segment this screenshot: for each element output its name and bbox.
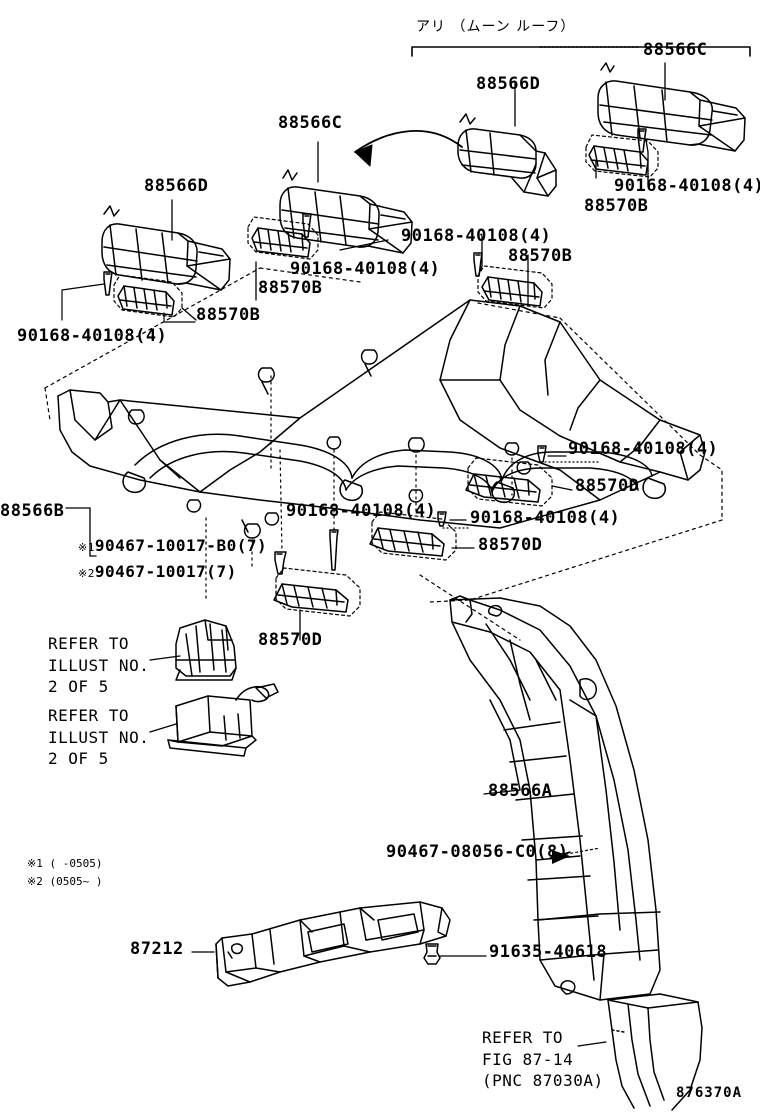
bracket-note-1: ※190467-10017-B0(7) [78, 536, 268, 555]
footnote-text-1: ( -0505) [49, 857, 103, 870]
label-clip-90168-right-mid: 90168-40108(4) [568, 439, 719, 459]
drawing-number: 876370A [676, 1085, 743, 1101]
footnote-mark-2: ※2 [27, 875, 43, 888]
label-87212: 87212 [130, 939, 184, 959]
clip-90168-left-lower [329, 529, 339, 571]
refer-line-1b: REFER TO [48, 706, 130, 725]
grille-88570b-left [113, 274, 183, 318]
moonroof-group-header: アリ （ムーン ルーフ） [416, 19, 576, 35]
move-arrow [354, 130, 463, 167]
label-91635-40618: 91635-40618 [489, 942, 608, 962]
label-88566b: 88566B [0, 501, 65, 521]
grille-88570d-left [273, 567, 361, 617]
footnote-mark-1: ※1 [27, 857, 43, 870]
refer-line-2b: ILLUST NO. [48, 727, 150, 747]
leader-dots [205, 375, 601, 601]
refer-line-2: ILLUST NO. [48, 655, 150, 675]
bracket-note-2: ※290467-10017(7) [78, 562, 237, 581]
refer-illust-graphic-2 [167, 683, 279, 757]
refer-illust-block-2: REFER TO ILLUST NO. 2 OF 5 [48, 705, 149, 770]
duct-87212 [215, 901, 451, 987]
refer-illust-block-1: REFER TO ILLUST NO. 2 OF 5 [48, 633, 149, 698]
label-88566d-top: 88566D [476, 74, 541, 94]
refer-fig-block: REFER TO FIG 87-14 (PNC 87030A) [482, 1027, 604, 1092]
label-90467-08056: 90467-08056-C0(8) [386, 842, 569, 862]
refer-illust-graphic-1 [175, 619, 237, 681]
label-clip-90168-mid-left: 90168-40108(4) [286, 501, 437, 521]
note-part-1: 90467-10017-B0(7) [94, 536, 268, 555]
label-clip-90168-mid: 90168-40108(4) [470, 508, 621, 528]
leader-lines-left [61, 283, 196, 323]
clip-90168-middle-middle [437, 511, 447, 527]
grille-88570d-right [465, 457, 553, 507]
duct-88566c-right [597, 62, 746, 152]
note-mark-1: ※1 [78, 541, 95, 554]
clip-90168-right [637, 128, 647, 153]
label-88570d-right: 88570D [575, 476, 640, 496]
label-88570d-left: 88570D [258, 630, 323, 650]
refer-line-3: 2 OF 5 [48, 677, 109, 697]
clip-90467-10017 [274, 551, 287, 575]
clip-91635-40618 [423, 943, 441, 965]
refer-line-1: REFER TO [48, 634, 130, 653]
clip-90168-right-middle [537, 445, 547, 463]
label-clip-90168-left-middle: 90168-40108(4) [290, 259, 441, 279]
refer-fig-line-1: REFER TO [482, 1028, 564, 1047]
footnote-text-2: (0505~ ) [49, 875, 103, 888]
label-clip-90168-far-left: 90168-40108(4) [17, 326, 168, 346]
label-88570d-middle: 88570D [478, 535, 543, 555]
label-88566a: 88566A [488, 781, 553, 801]
refer-fig-line-3: (PNC 87030A) [482, 1071, 604, 1091]
label-88570b-top-middle: 88570B [508, 246, 573, 266]
label-clip-90168-top-middle: 90168-40108(4) [401, 226, 552, 246]
clip-90168-middle-top [473, 252, 483, 277]
duct-88566c-left [279, 169, 413, 254]
note-part-2: 90467-10017(7) [94, 562, 237, 581]
label-88566c-top-right: 88566C [643, 40, 708, 60]
clip-90168-left-middle [302, 213, 312, 238]
footnote-1: ※1 ( -0505) [27, 858, 102, 870]
grille-88570b-middle [477, 265, 553, 309]
grille-88570b-right [585, 134, 659, 178]
label-88570b-far-left: 88570B [196, 305, 261, 325]
label-88566c-left: 88566C [278, 113, 343, 133]
refer-fig-line-2: FIG 87-14 [482, 1049, 574, 1069]
label-88570b-left-middle: 88570B [258, 278, 323, 298]
label-88566d-left: 88566D [144, 176, 209, 196]
label-88570b-top-right: 88570B [584, 196, 649, 216]
label-clip-90168-top-right: 90168-40108(4) [614, 176, 760, 196]
duct-88566d-left [101, 205, 231, 291]
footnote-2: ※2 (0505~ ) [27, 876, 102, 888]
note-mark-2: ※2 [78, 567, 95, 580]
grille-88570b-left-middle [247, 216, 319, 260]
duct-88566d-top [457, 113, 557, 197]
duct-88566a-pillar [449, 595, 661, 1001]
refer-line-3b: 2 OF 5 [48, 749, 109, 769]
clip-90168-left [103, 271, 113, 296]
